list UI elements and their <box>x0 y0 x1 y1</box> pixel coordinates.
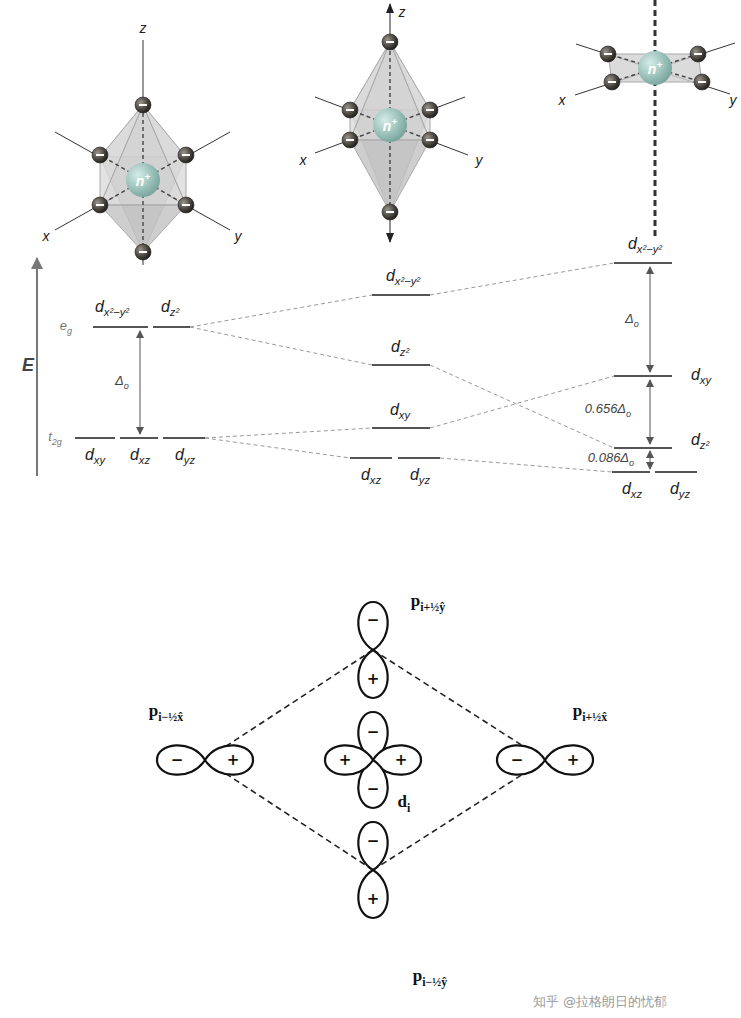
orbital-label: dyz <box>175 446 195 466</box>
phase-sign: − <box>367 723 380 741</box>
subscript: i+½ŷ <box>420 600 445 614</box>
orbital-lobes <box>157 602 593 918</box>
subscript: i+½x̂ <box>582 710 607 724</box>
symmetry-label: t2g <box>48 429 62 446</box>
phase-sign: + <box>395 751 408 769</box>
subscript: x²−y² <box>395 275 420 287</box>
subscript: o <box>634 319 639 329</box>
energy-levels <box>75 263 697 472</box>
orbital-label: dz² <box>691 431 709 451</box>
phase-sign: − <box>367 611 380 629</box>
axis-label: z <box>140 20 147 36</box>
phase-sign: − <box>367 832 380 850</box>
square-planar <box>575 0 735 236</box>
watermark: 知乎 @拉格朗日的忧郁 <box>533 993 667 1011</box>
axis-label: y <box>235 228 242 244</box>
orbital-label: dxy <box>85 446 105 466</box>
subscript: + <box>391 116 397 127</box>
subscript: + <box>144 171 150 182</box>
octahedron <box>55 40 230 265</box>
phase-sign: + <box>339 751 352 769</box>
phase-sign: + <box>367 890 380 908</box>
phase-sign: + <box>567 751 580 769</box>
subscript: i−½ŷ <box>422 975 447 989</box>
axis-label: z <box>399 4 406 20</box>
subscript: yz <box>419 474 430 486</box>
axis-label: x <box>43 228 50 244</box>
ion-charge: n+ <box>648 60 662 76</box>
orbital-label: dz² <box>391 338 409 358</box>
orbital-label: dx²−y² <box>628 235 662 255</box>
orbital-label: pi−½ŷ <box>413 966 447 989</box>
subscript: z² <box>400 346 409 358</box>
ion-charge: n+ <box>136 172 150 188</box>
phase-sign: − <box>171 751 184 769</box>
orbital-label: dxy <box>691 366 711 386</box>
dashed-square <box>205 650 545 870</box>
orbital-label: dyz <box>410 466 430 486</box>
subscript: xz <box>139 454 150 466</box>
subscript: xy <box>94 454 105 466</box>
gap-arrows <box>140 267 650 469</box>
orbital-label: dxy <box>390 401 410 421</box>
subscript: o <box>626 409 631 419</box>
splitting-label: Δo <box>625 311 639 328</box>
subscript: o <box>629 458 634 468</box>
energy-axis <box>36 258 38 476</box>
subscript: xy <box>700 374 711 386</box>
axis-label: x <box>300 152 307 168</box>
axis-label: y <box>476 152 483 168</box>
subscript: o <box>124 381 129 391</box>
subscript: yz <box>184 454 195 466</box>
ion-charge: n+ <box>383 117 397 133</box>
symmetry-label: eg <box>60 318 72 335</box>
metal-ion: n+ <box>638 51 672 85</box>
metal-ion: n+ <box>126 163 160 197</box>
axis-title: E <box>22 355 34 376</box>
phase-sign: − <box>511 751 524 769</box>
orbital-label: pi+½ŷ <box>411 591 445 614</box>
orbital-label: di <box>398 792 411 815</box>
subscript: x²−y² <box>104 306 129 318</box>
subscript: xz <box>631 488 642 500</box>
orbital-label: dxz <box>130 446 150 466</box>
subscript: xy <box>399 409 410 421</box>
orbital-label: dxz <box>361 466 381 486</box>
subscript: yz <box>679 488 690 500</box>
subscript: x²−y² <box>637 243 662 255</box>
phase-sign: + <box>367 670 380 688</box>
orbital-label: dyz <box>670 480 690 500</box>
splitting-label: Δo <box>115 373 129 390</box>
subscript: z² <box>170 306 179 318</box>
phase-sign: − <box>367 780 380 798</box>
orbital-label: dx²−y² <box>386 267 420 287</box>
subscript: z² <box>700 439 709 451</box>
phase-sign: + <box>227 751 240 769</box>
subscript: i <box>407 801 410 815</box>
subscript: i−½x̂ <box>158 710 183 724</box>
axis-label: y <box>730 92 737 108</box>
orbital-label: dx²−y² <box>95 298 129 318</box>
subscript: 2g <box>52 437 62 447</box>
octahedron <box>315 4 468 242</box>
subscript: xz <box>370 474 381 486</box>
subscript: g <box>67 326 72 336</box>
subscript: + <box>656 59 662 70</box>
metal-ion: n+ <box>373 108 407 142</box>
splitting-label: 0.656Δo <box>585 401 631 418</box>
axis-label: x <box>559 92 566 108</box>
orbital-label: pi+½x̂ <box>573 701 607 724</box>
orbital-label: pi−½x̂ <box>149 701 183 724</box>
splitting-label: 0.086Δo <box>588 450 634 467</box>
correlation-lines <box>190 263 614 472</box>
orbital-label: dz² <box>161 298 179 318</box>
orbital-label: dxz <box>622 480 642 500</box>
